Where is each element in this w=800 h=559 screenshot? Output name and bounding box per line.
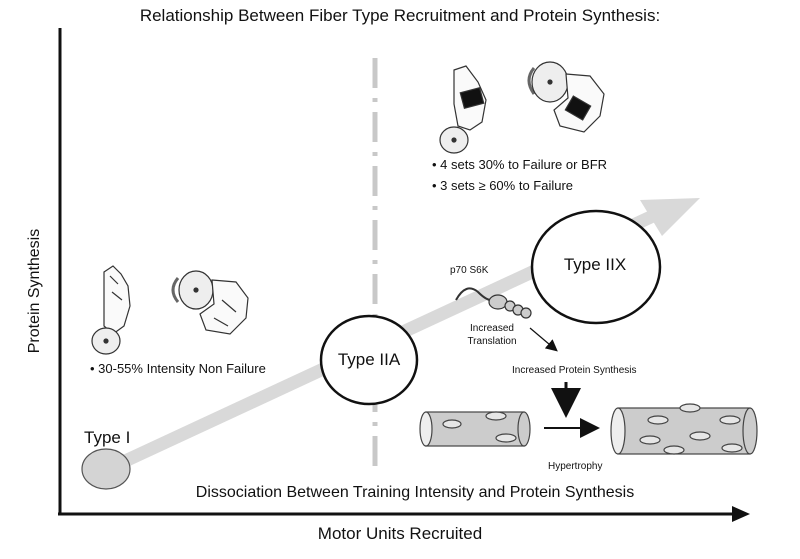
y-axis-label: Protein Synthesis [26, 228, 43, 354]
large-muscle-fiber [610, 403, 758, 455]
high-intensity-bullet-2: • 3 sets ≥ 60% to Failure [432, 178, 574, 193]
high-intensity-curl-sketch [439, 61, 605, 154]
dissociation-caption: Dissociation Between Training Intensity … [195, 484, 635, 501]
type-iia-circle [319, 314, 419, 406]
increased-protein-synthesis-label: Increased Protein Synthesis [512, 365, 637, 376]
type-iix-label: Type IIX [563, 255, 627, 274]
type-i-circle [81, 448, 131, 490]
low-intensity-curl-sketch [91, 265, 249, 355]
type-iix-circle [530, 209, 662, 325]
high-intensity-bullet-1: • 4 sets 30% to Failure or BFR [432, 157, 608, 172]
p70s6k-label: p70 S6K [450, 265, 489, 276]
increased-translation-label: Increased Translation [467, 323, 517, 347]
low-intensity-bullet: • 30-55% Intensity Non Failure [90, 361, 266, 376]
translation-arrow [529, 327, 558, 352]
axes [58, 28, 750, 522]
type-iia-label: Type IIA [337, 350, 401, 369]
diagram-title: Relationship Between Fiber Type Recruitm… [139, 6, 661, 25]
x-axis-label: Motor Units Recruited [317, 524, 483, 543]
hypertrophy-label: Hypertrophy [548, 461, 603, 472]
small-muscle-fiber [419, 411, 531, 447]
type-i-label: Type I [84, 428, 131, 447]
p70s6k-ribosome-icon [455, 287, 532, 319]
